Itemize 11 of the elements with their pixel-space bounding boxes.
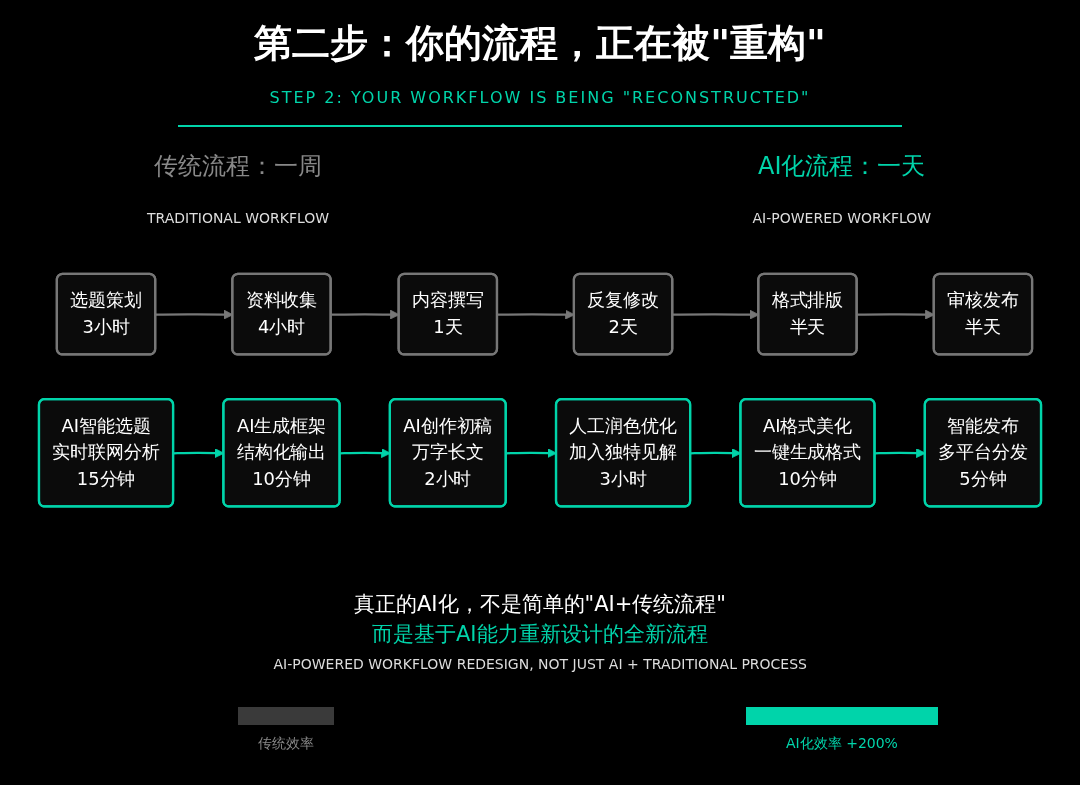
section-subheading: AI-POWERED WORKFLOW: [752, 210, 932, 226]
legend-label: AI化效率 +200%: [786, 735, 898, 753]
summary-caption: AI-POWERED WORKFLOW REDESIGN, NOT JUST AI + TRADITIONAL PROCESS: [273, 656, 807, 672]
summary-text: 而是基于AI能力重新设计的全新流程: [372, 621, 708, 648]
section-subheading: TRADITIONAL WORKFLOW: [147, 210, 330, 226]
title: 第二步：你的流程，正在被"重构": [254, 20, 826, 67]
legend-label: 传统效率: [258, 735, 314, 753]
subtitle: STEP 2: YOUR WORKFLOW IS BEING "RECONSTRUCTED": [269, 88, 811, 107]
section-heading: 传统流程：一周: [154, 151, 322, 182]
section-heading: AI化流程：一天: [758, 151, 926, 182]
summary-text: 真正的AI化，不是简单的"AI+传统流程": [354, 591, 727, 618]
